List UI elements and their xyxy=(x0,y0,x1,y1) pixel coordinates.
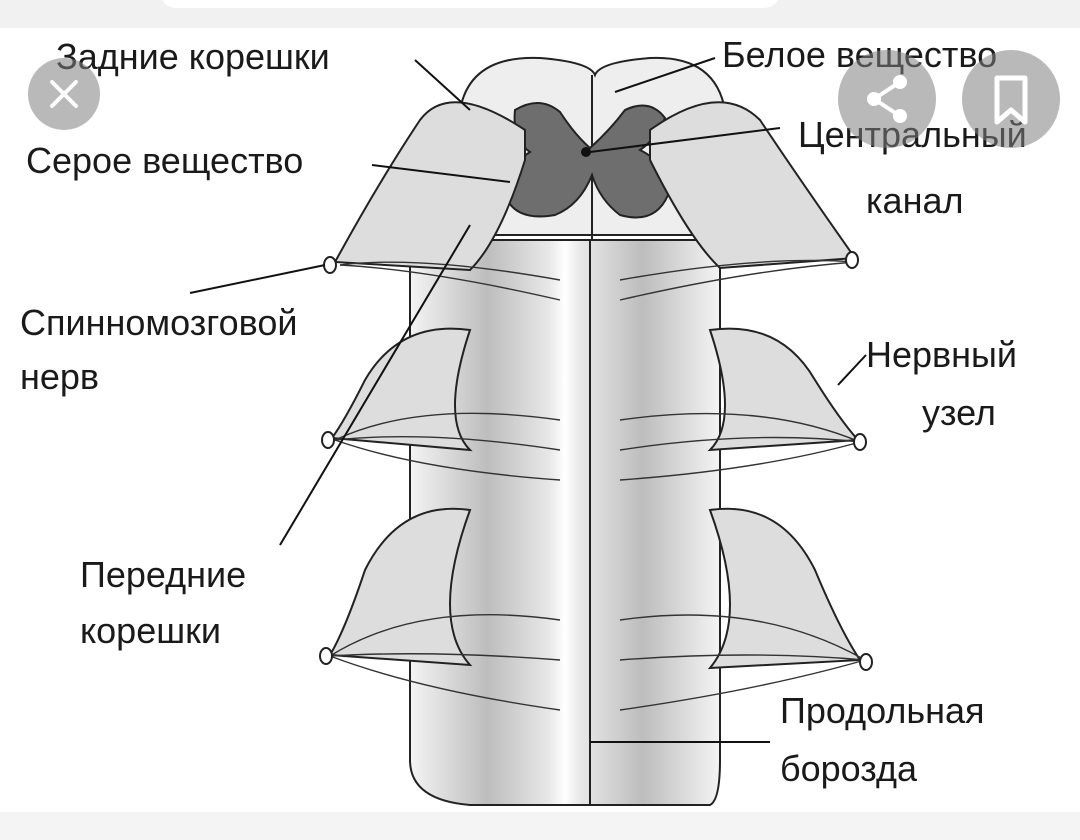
leader-lines xyxy=(189,57,867,546)
label-gray-matter: Серое вещество xyxy=(26,140,304,181)
label-anterior-roots-1: Передние xyxy=(80,554,247,595)
label-central-canal-2: канал xyxy=(866,180,964,221)
close-icon xyxy=(50,80,78,108)
spinal-cord-column xyxy=(409,239,770,806)
label-anterior-roots-2: корешки xyxy=(80,610,221,651)
label-fissure-2: борозда xyxy=(780,748,918,789)
nerves-right xyxy=(649,101,862,670)
share-icon xyxy=(867,75,907,123)
bookmark-icon xyxy=(994,75,1028,125)
nerve-ends xyxy=(319,251,873,671)
nerve-fibres xyxy=(329,259,866,711)
top-search-pill xyxy=(160,0,780,8)
central-canal-dot xyxy=(581,147,591,157)
label-fissure-1: Продольная xyxy=(780,690,985,731)
label-spinal-nerve-1: Спинномозговой xyxy=(20,302,298,343)
label-ganglion-2: узел xyxy=(922,392,996,433)
close-button[interactable] xyxy=(28,58,100,130)
label-ganglion-1: Нервный xyxy=(866,334,1018,375)
share-button[interactable] xyxy=(838,50,936,148)
bookmark-button[interactable] xyxy=(962,50,1060,148)
label-spinal-nerve-2: нерв xyxy=(20,356,100,397)
nerves-left xyxy=(328,101,526,667)
label-posterior-roots: Задние корешки xyxy=(56,36,330,77)
bottom-bar xyxy=(0,812,1080,840)
